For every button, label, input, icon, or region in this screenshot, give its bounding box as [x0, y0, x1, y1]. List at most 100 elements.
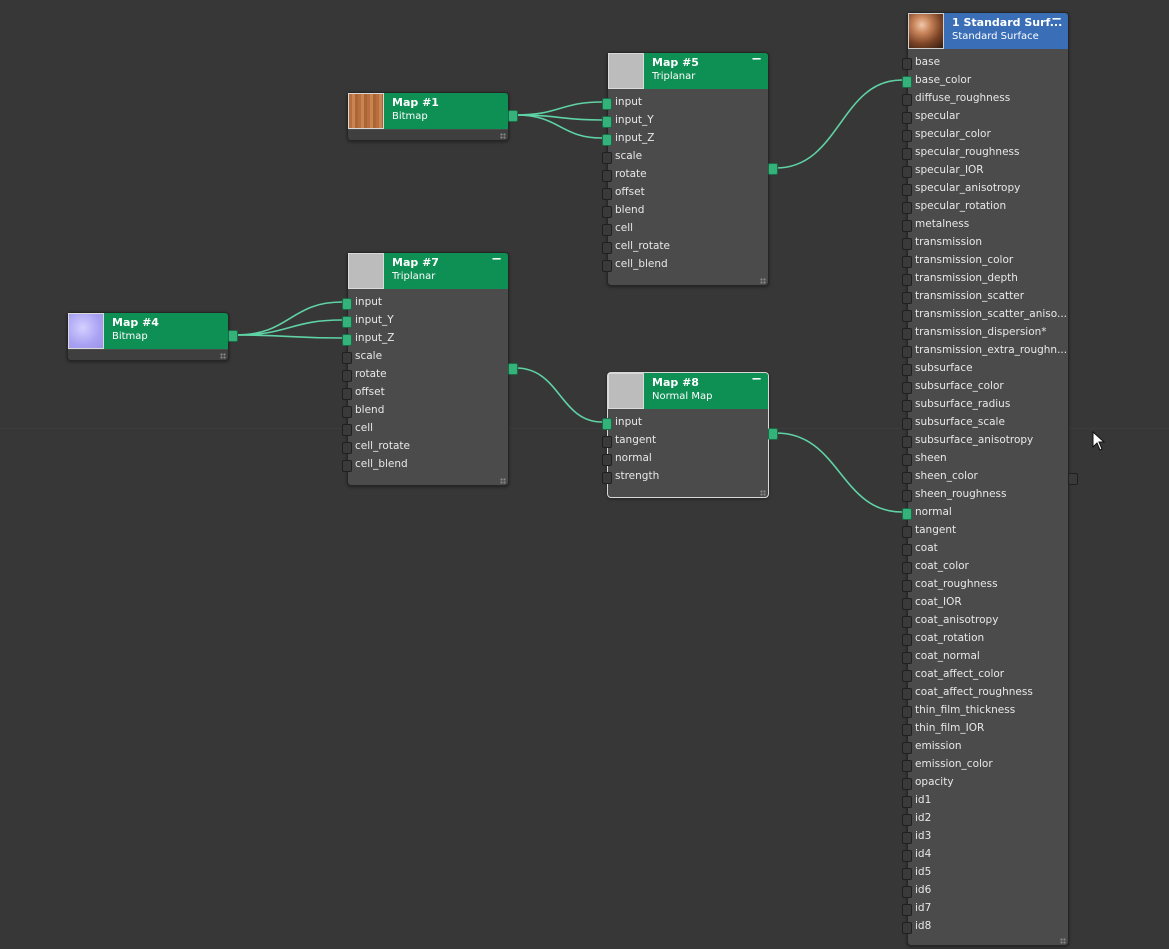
input-socket[interactable]: [902, 76, 912, 88]
input-socket[interactable]: [902, 760, 912, 772]
input-socket[interactable]: [902, 382, 912, 394]
output-socket[interactable]: [508, 363, 518, 375]
input-socket[interactable]: [902, 616, 912, 628]
input-socket[interactable]: [902, 850, 912, 862]
port-row[interactable]: transmission_dispersion*: [908, 324, 1068, 342]
port-row[interactable]: specular_roughness: [908, 144, 1068, 162]
input-socket[interactable]: [602, 224, 612, 236]
output-socket[interactable]: [1068, 473, 1078, 485]
input-socket[interactable]: [602, 418, 612, 430]
input-socket[interactable]: [602, 116, 612, 128]
input-socket[interactable]: [902, 472, 912, 484]
port-row[interactable]: rotate: [348, 366, 508, 384]
input-socket[interactable]: [902, 688, 912, 700]
port-row[interactable]: cell_rotate: [348, 438, 508, 456]
input-socket[interactable]: [902, 634, 912, 646]
port-row[interactable]: transmission_scatter_aniso...: [908, 306, 1068, 324]
input-socket[interactable]: [902, 508, 912, 520]
port-row[interactable]: blend: [348, 402, 508, 420]
port-row[interactable]: coat_affect_color: [908, 666, 1068, 684]
input-socket[interactable]: [602, 188, 612, 200]
resize-grip-icon[interactable]: [760, 490, 766, 496]
port-row[interactable]: id7: [908, 900, 1068, 918]
port-row[interactable]: transmission_extra_roughn...: [908, 342, 1068, 360]
port-row[interactable]: diffuse_roughness: [908, 90, 1068, 108]
input-socket[interactable]: [602, 472, 612, 484]
node-header[interactable]: Map #1 Bitmap: [348, 93, 508, 129]
input-socket[interactable]: [902, 202, 912, 214]
port-row[interactable]: base: [908, 54, 1068, 72]
port-row[interactable]: offset: [608, 184, 768, 202]
port-row[interactable]: base_color: [908, 72, 1068, 90]
node-header[interactable]: 1 Standard Surf... Standard Surface −: [908, 13, 1068, 49]
input-socket[interactable]: [902, 328, 912, 340]
resize-grip-icon[interactable]: [760, 278, 766, 284]
input-socket[interactable]: [902, 238, 912, 250]
port-row[interactable]: coat_rotation: [908, 630, 1068, 648]
input-socket[interactable]: [902, 706, 912, 718]
port-row[interactable]: id2: [908, 810, 1068, 828]
output-socket[interactable]: [228, 330, 238, 342]
port-row[interactable]: specular_rotation: [908, 198, 1068, 216]
input-socket[interactable]: [902, 886, 912, 898]
resize-grip-icon[interactable]: [500, 478, 506, 484]
input-socket[interactable]: [902, 796, 912, 808]
input-socket[interactable]: [342, 388, 352, 400]
port-row[interactable]: input: [608, 414, 768, 432]
port-row[interactable]: specular_color: [908, 126, 1068, 144]
input-socket[interactable]: [902, 814, 912, 826]
port-row[interactable]: transmission_depth: [908, 270, 1068, 288]
port-row[interactable]: coat: [908, 540, 1068, 558]
node-map8[interactable]: Map #8 Normal Map − inputtangentnormalst…: [607, 372, 769, 498]
port-row[interactable]: tangent: [908, 522, 1068, 540]
node-map1[interactable]: Map #1 Bitmap: [347, 92, 509, 141]
port-row[interactable]: id5: [908, 864, 1068, 882]
input-socket[interactable]: [902, 778, 912, 790]
port-row[interactable]: subsurface_anisotropy: [908, 432, 1068, 450]
input-socket[interactable]: [342, 424, 352, 436]
port-row[interactable]: normal: [908, 504, 1068, 522]
port-row[interactable]: blend: [608, 202, 768, 220]
port-row[interactable]: offset: [348, 384, 508, 402]
port-row[interactable]: subsurface: [908, 360, 1068, 378]
port-row[interactable]: cell: [348, 420, 508, 438]
port-row[interactable]: thin_film_IOR: [908, 720, 1068, 738]
input-socket[interactable]: [902, 832, 912, 844]
input-socket[interactable]: [902, 220, 912, 232]
port-row[interactable]: id8: [908, 918, 1068, 936]
port-row[interactable]: coat_affect_roughness: [908, 684, 1068, 702]
port-row[interactable]: subsurface_scale: [908, 414, 1068, 432]
input-socket[interactable]: [342, 442, 352, 454]
port-row[interactable]: subsurface_radius: [908, 396, 1068, 414]
port-row[interactable]: input: [348, 294, 508, 312]
input-socket[interactable]: [342, 370, 352, 382]
port-row[interactable]: input: [608, 94, 768, 112]
input-socket[interactable]: [342, 334, 352, 346]
node-standard-surface[interactable]: 1 Standard Surf... Standard Surface − ba…: [907, 12, 1069, 946]
input-socket[interactable]: [902, 580, 912, 592]
input-socket[interactable]: [902, 166, 912, 178]
port-row[interactable]: id1: [908, 792, 1068, 810]
port-row[interactable]: tangent: [608, 432, 768, 450]
input-socket[interactable]: [602, 98, 612, 110]
input-socket[interactable]: [602, 152, 612, 164]
port-row[interactable]: coat_color: [908, 558, 1068, 576]
input-socket[interactable]: [902, 598, 912, 610]
input-socket[interactable]: [342, 460, 352, 472]
port-row[interactable]: id4: [908, 846, 1068, 864]
port-row[interactable]: specular_IOR: [908, 162, 1068, 180]
input-socket[interactable]: [902, 292, 912, 304]
port-row[interactable]: id3: [908, 828, 1068, 846]
port-row[interactable]: transmission_color: [908, 252, 1068, 270]
port-row[interactable]: input_Z: [608, 130, 768, 148]
port-row[interactable]: scale: [348, 348, 508, 366]
minimize-icon[interactable]: −: [751, 52, 762, 67]
port-row[interactable]: cell_blend: [608, 256, 768, 274]
port-row[interactable]: emission: [908, 738, 1068, 756]
input-socket[interactable]: [902, 256, 912, 268]
input-socket[interactable]: [902, 148, 912, 160]
port-row[interactable]: subsurface_color: [908, 378, 1068, 396]
input-socket[interactable]: [342, 316, 352, 328]
port-row[interactable]: opacity: [908, 774, 1068, 792]
port-row[interactable]: sheen_color: [908, 468, 1068, 486]
